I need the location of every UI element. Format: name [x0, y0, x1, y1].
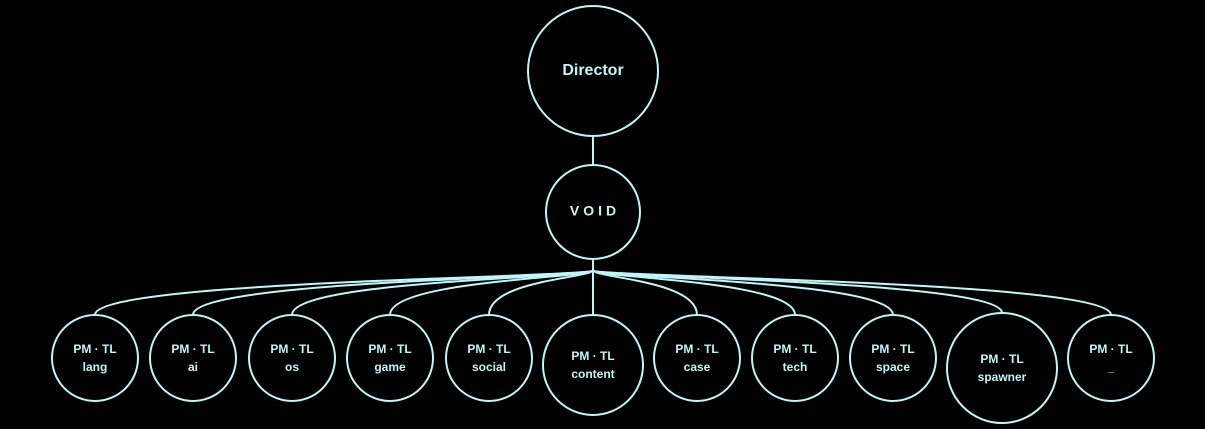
team-circle [51, 314, 139, 402]
team-nodes: PM · TL lang PM · TL ai PM · TL os PM · TL game… [51, 312, 1155, 424]
team-circle [346, 314, 434, 402]
team-name-label: social [472, 360, 506, 374]
team-role-label: PM · TL [773, 342, 816, 356]
team-name-label: os [285, 360, 299, 374]
team-role-label: PM · TL [73, 342, 116, 356]
team-circle [248, 314, 336, 402]
director-node: Director [527, 5, 659, 137]
team-node: PM · TL ai [149, 314, 237, 402]
team-node: PM · TL os [248, 314, 336, 402]
team-name-label: lang [83, 360, 108, 374]
connector-lines [94, 136, 1112, 316]
edge-void-team [592, 259, 1112, 316]
team-circle [849, 314, 937, 402]
team-circle [445, 314, 533, 402]
team-role-label: PM · TL [980, 352, 1023, 366]
team-circle [1067, 314, 1155, 402]
team-name-label: ai [188, 360, 198, 374]
void-label: VOID [570, 203, 620, 219]
edge-void-team [592, 259, 698, 316]
team-name-label: game [374, 360, 406, 374]
team-circle [946, 312, 1058, 424]
team-node: PM · TL spawner [946, 312, 1058, 424]
team-role-label: PM · TL [467, 342, 510, 356]
team-name-label: tech [783, 360, 808, 374]
team-name-label: space [876, 360, 910, 374]
team-node: PM · TL _ [1067, 314, 1155, 402]
team-node: PM · TL content [542, 314, 644, 416]
team-role-label: PM · TL [571, 349, 614, 363]
team-role-label: PM · TL [171, 342, 214, 356]
director-circle [527, 5, 659, 137]
edge-void-team [488, 259, 594, 316]
team-node: PM · TL lang [51, 314, 139, 402]
team-name-label: _ [1107, 360, 1115, 374]
team-circle [751, 314, 839, 402]
void-circle [545, 164, 641, 260]
team-role-label: PM · TL [871, 342, 914, 356]
team-role-label: PM · TL [1089, 342, 1132, 356]
director-label: Director [562, 62, 623, 79]
void-node: VOID [545, 164, 641, 260]
edge-void-team [592, 259, 894, 316]
team-node: PM · TL game [346, 314, 434, 402]
team-role-label: PM · TL [368, 342, 411, 356]
team-role-label: PM · TL [675, 342, 718, 356]
team-circle [542, 314, 644, 416]
edge-void-team [592, 259, 1003, 314]
team-role-label: PM · TL [270, 342, 313, 356]
team-name-label: case [684, 360, 711, 374]
team-node: PM · TL social [445, 314, 533, 402]
team-circle [149, 314, 237, 402]
team-node: PM · TL space [849, 314, 937, 402]
team-node: PM · TL tech [751, 314, 839, 402]
team-circle [653, 314, 741, 402]
edge-void-team [94, 259, 594, 316]
team-name-label: content [571, 367, 614, 381]
team-name-label: spawner [978, 370, 1027, 384]
team-node: PM · TL case [653, 314, 741, 402]
